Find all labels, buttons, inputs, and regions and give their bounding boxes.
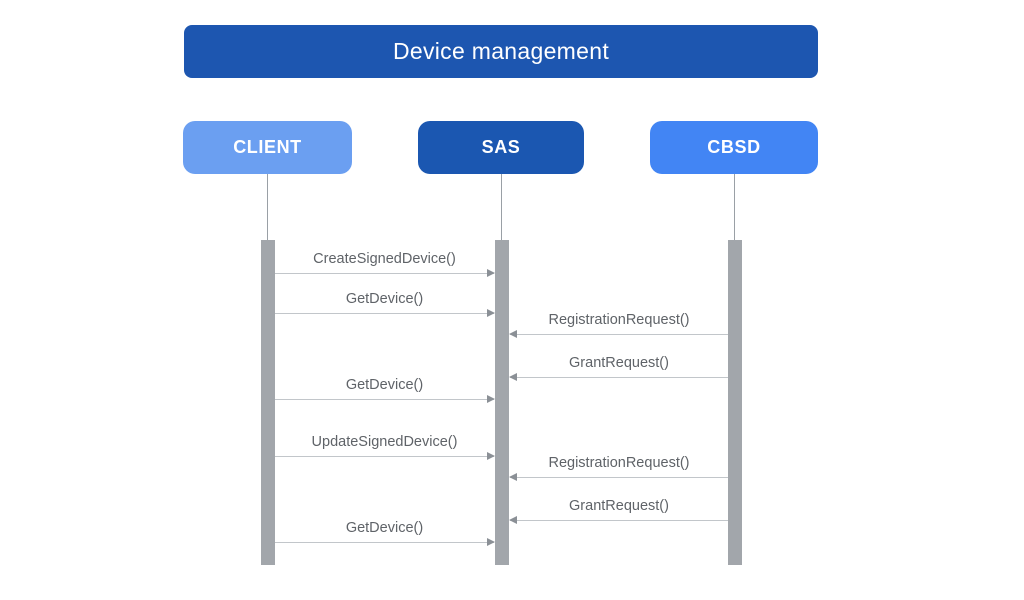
message-label: GetDevice() bbox=[345, 520, 424, 536]
actor-cbsd-label: CBSD bbox=[707, 137, 761, 157]
message-label: GrantRequest() bbox=[569, 498, 669, 514]
arrowhead-icon bbox=[509, 373, 517, 381]
message-label: RegistrationRequest() bbox=[548, 312, 690, 328]
arrowhead-icon bbox=[487, 538, 495, 546]
arrowhead-icon bbox=[509, 330, 517, 338]
arrowhead-icon bbox=[509, 473, 517, 481]
arrowhead-icon bbox=[487, 309, 495, 317]
message-label: CreateSignedDevice() bbox=[313, 251, 456, 267]
actor-client-label: CLIENT bbox=[233, 137, 302, 157]
message-label: GrantRequest() bbox=[569, 355, 669, 371]
message-arrow bbox=[509, 373, 728, 381]
message-label: GetDevice() bbox=[345, 291, 424, 307]
message-arrow bbox=[275, 269, 495, 277]
arrowhead-icon bbox=[487, 269, 495, 277]
actor-sas-label: SAS bbox=[481, 137, 521, 157]
message-arrow bbox=[275, 395, 495, 403]
message-arrow bbox=[509, 330, 728, 338]
activation-bar-cbsd bbox=[728, 240, 742, 565]
message-label: UpdateSignedDevice() bbox=[311, 434, 458, 450]
message-arrow bbox=[275, 538, 495, 546]
arrowhead-icon bbox=[487, 395, 495, 403]
message-arrow bbox=[275, 452, 495, 460]
actor-client: CLIENT bbox=[183, 121, 352, 174]
arrowhead-icon bbox=[509, 516, 517, 524]
message-label: GetDevice() bbox=[345, 377, 424, 393]
lifeline-sas bbox=[501, 174, 502, 240]
lifeline-cbsd bbox=[734, 174, 735, 240]
message-arrow bbox=[509, 473, 728, 481]
diagram-title: Device management bbox=[392, 38, 610, 64]
actor-sas: SAS bbox=[418, 121, 584, 174]
message-label: RegistrationRequest() bbox=[548, 455, 690, 471]
actor-cbsd: CBSD bbox=[650, 121, 818, 174]
message-arrow bbox=[509, 516, 728, 524]
lifeline-client bbox=[267, 174, 268, 240]
arrowhead-icon bbox=[487, 452, 495, 460]
diagram-title-banner: Device management bbox=[184, 25, 818, 78]
activation-bar-sas bbox=[495, 240, 509, 565]
message-arrow bbox=[275, 309, 495, 317]
activation-bar-client bbox=[261, 240, 275, 565]
